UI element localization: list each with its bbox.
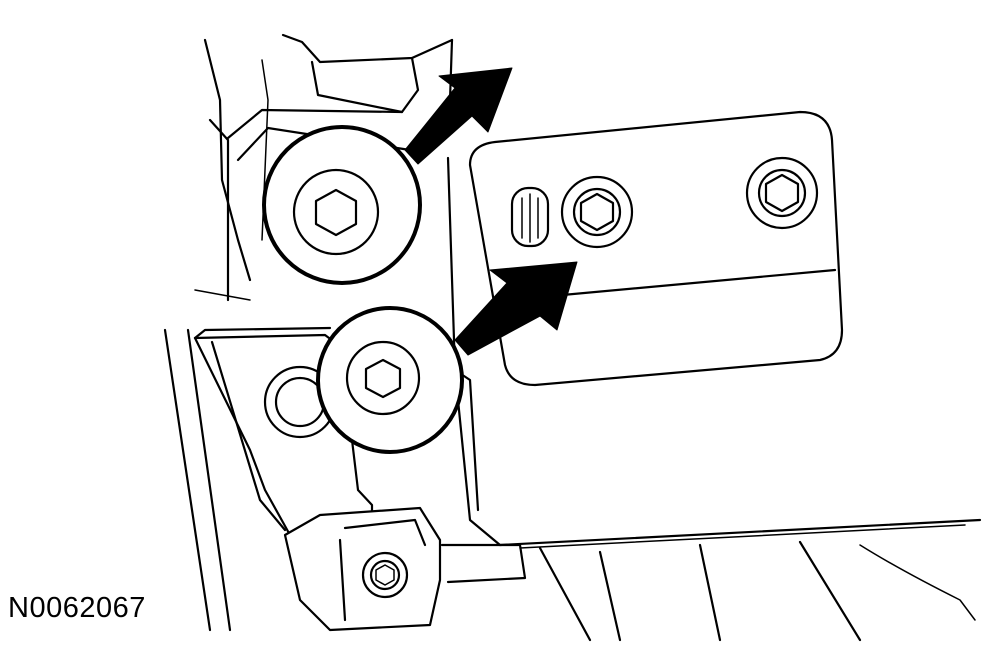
plate-bolt-right	[745, 156, 819, 230]
plate-slot	[510, 186, 550, 248]
lower-hinge-bolt	[316, 306, 464, 454]
arrow-icon	[404, 67, 513, 165]
upper-hinge-bolt	[262, 125, 422, 285]
plate-bolt-left	[560, 175, 634, 249]
figure-id-label: N0062067	[8, 592, 146, 624]
bottom-hinge	[283, 506, 527, 632]
body-outline	[163, 33, 454, 632]
arrow-icon	[454, 261, 578, 356]
